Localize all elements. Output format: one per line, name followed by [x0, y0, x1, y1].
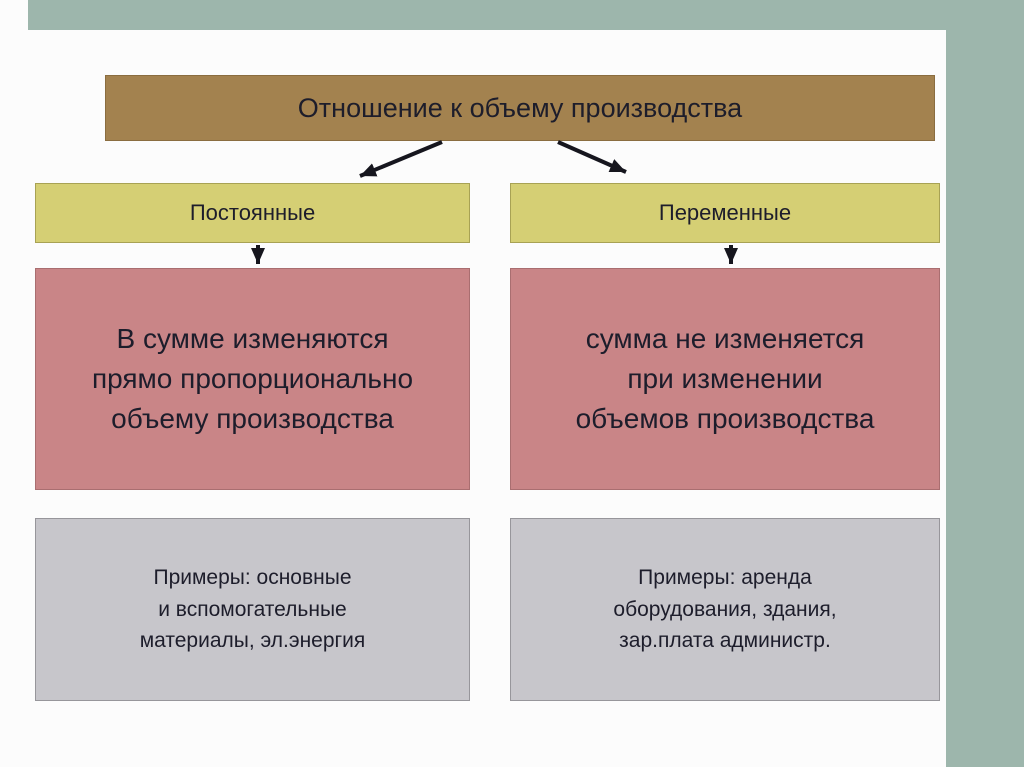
description-text: В сумме изменяются прямо пропорционально… [91, 323, 414, 434]
title-text: Отношение к объему производства [297, 92, 743, 123]
category-box-fixed: Постоянные [35, 183, 470, 243]
examples-box-left: Примеры: основные и вспомогательные мате… [35, 518, 470, 701]
arrow-title-to-right [557, 140, 627, 174]
category-label: Переменные [658, 200, 792, 225]
description-box-right: сумма не изменяется при изменении объемо… [510, 268, 940, 490]
examples-text: Примеры: основные и вспомогательные мате… [139, 566, 366, 653]
category-box-variable: Переменные [510, 183, 940, 243]
right-accent-band [946, 0, 1024, 767]
description-text: сумма не изменяется при изменении объемо… [575, 323, 875, 434]
arrow-title-to-left [359, 140, 443, 178]
description-box-left: В сумме изменяются прямо пропорционально… [35, 268, 470, 490]
title-box: Отношение к объему производства [105, 75, 935, 141]
examples-text: Примеры: аренда оборудования, здания, за… [613, 566, 837, 653]
category-label: Постоянные [189, 200, 316, 225]
examples-box-right: Примеры: аренда оборудования, здания, за… [510, 518, 940, 701]
top-accent-band [28, 0, 1024, 30]
